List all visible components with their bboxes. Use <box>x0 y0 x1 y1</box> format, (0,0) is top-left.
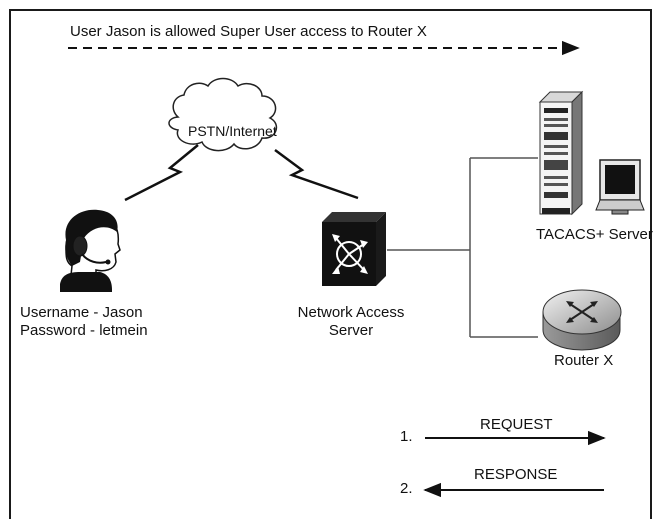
tacacs-server-label: TACACS+ Server <box>536 226 653 243</box>
router-label: Router X <box>554 352 614 369</box>
nas-label-line2: Server <box>328 322 374 339</box>
legend-request-label: REQUEST <box>480 416 553 433</box>
password-label: Password - letmein <box>20 322 148 339</box>
network-bus <box>387 157 538 338</box>
legend-number-1: 1. <box>400 428 413 445</box>
router-icon <box>542 289 622 351</box>
lightning-link-right <box>274 148 359 200</box>
cloud-icon <box>168 77 278 152</box>
tacacs-server-icon <box>538 90 584 216</box>
cloud-label: PSTN/Internet <box>188 123 277 139</box>
monitor-icon <box>595 159 645 215</box>
legend-response-label: RESPONSE <box>474 466 558 483</box>
user-headset-icon <box>60 209 121 292</box>
nas-label-line1: Network Access <box>297 304 405 321</box>
diagram-frame <box>9 9 652 519</box>
legend-number-2: 2. <box>400 480 413 497</box>
banner-text: User Jason is allowed Super User access … <box>70 23 427 40</box>
username-label: Username - Jason <box>20 304 143 321</box>
lightning-link-left <box>124 144 199 202</box>
network-access-server-icon <box>322 212 386 286</box>
